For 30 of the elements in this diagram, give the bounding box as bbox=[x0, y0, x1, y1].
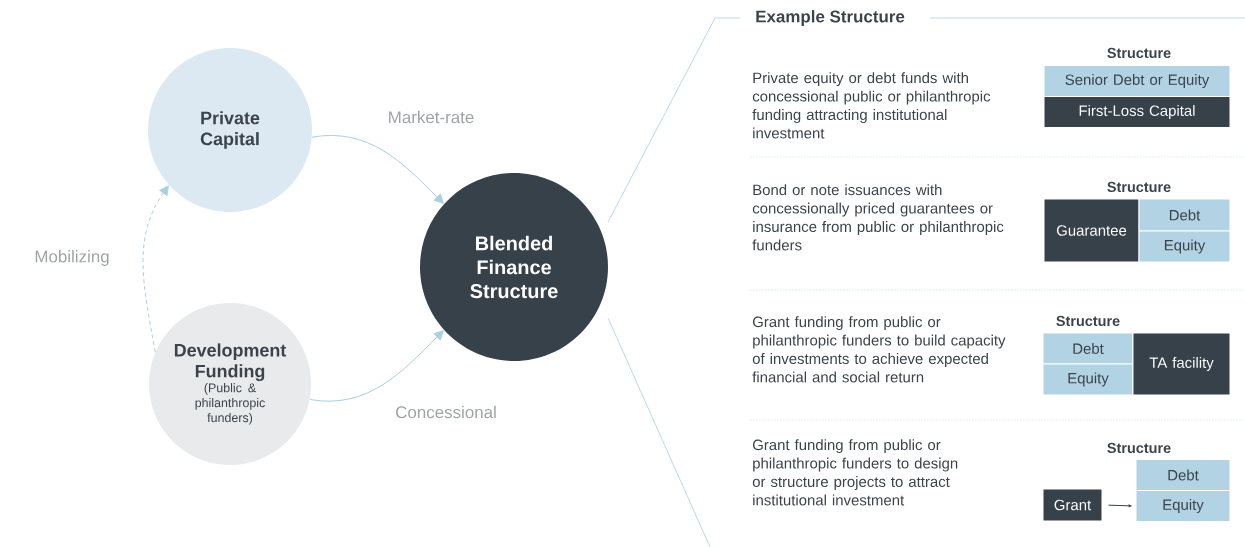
edge-label: Mobilizing bbox=[33, 249, 111, 267]
structure-cell: Debt bbox=[1042, 332, 1134, 365]
edge-label: Market-rate bbox=[386, 109, 476, 125]
structure-cell: Debt bbox=[1135, 459, 1231, 491]
description-text: Private equity or debt funds with concessional public or philanthropic funding attracting institutional investment bbox=[752, 72, 991, 139]
description-text: Grant funding from public or philanthropic funders to build capacity of investments to achieve expected financial and social return bbox=[752, 316, 1006, 383]
structure-cell: Debt bbox=[1138, 198, 1231, 232]
circle-node: Private Capital bbox=[148, 48, 312, 212]
arrow bbox=[309, 330, 444, 402]
structure-heading: Structure bbox=[1107, 442, 1171, 454]
structure-cell: First-Loss Capital bbox=[1043, 96, 1231, 128]
structure-cell: Senior Debt or Equity bbox=[1043, 65, 1231, 97]
structure-cell: Equity bbox=[1042, 363, 1134, 396]
structure-heading: Structure bbox=[1056, 315, 1120, 327]
description-text: Grant funding from public or philanthropic funders to design or structure projects to attract institutional investment bbox=[752, 439, 958, 506]
structure-heading: Structure bbox=[1107, 181, 1171, 193]
arrow bbox=[1108, 504, 1132, 508]
circle-node: Blended Finance Structure bbox=[420, 173, 608, 361]
arrow bbox=[142, 185, 169, 353]
structure-cell: Equity bbox=[1135, 490, 1231, 522]
circle-node: Development Funding (Public & philanthropic funders) bbox=[149, 303, 311, 465]
structure-heading: Structure bbox=[1107, 47, 1171, 59]
structure-cell: Equity bbox=[1138, 230, 1231, 263]
structure-cell: TA facility bbox=[1132, 332, 1231, 396]
description-text: Bond or note issuances with concessionally priced guarantees or insurance from public or philanthropic funders bbox=[752, 184, 1004, 251]
structure-cell: Grant bbox=[1042, 488, 1103, 522]
edge-label: Concessional bbox=[394, 404, 498, 420]
arrow bbox=[311, 135, 444, 204]
structure-cell: Guarantee bbox=[1043, 198, 1140, 263]
section-heading: Example Structure bbox=[752, 7, 908, 29]
